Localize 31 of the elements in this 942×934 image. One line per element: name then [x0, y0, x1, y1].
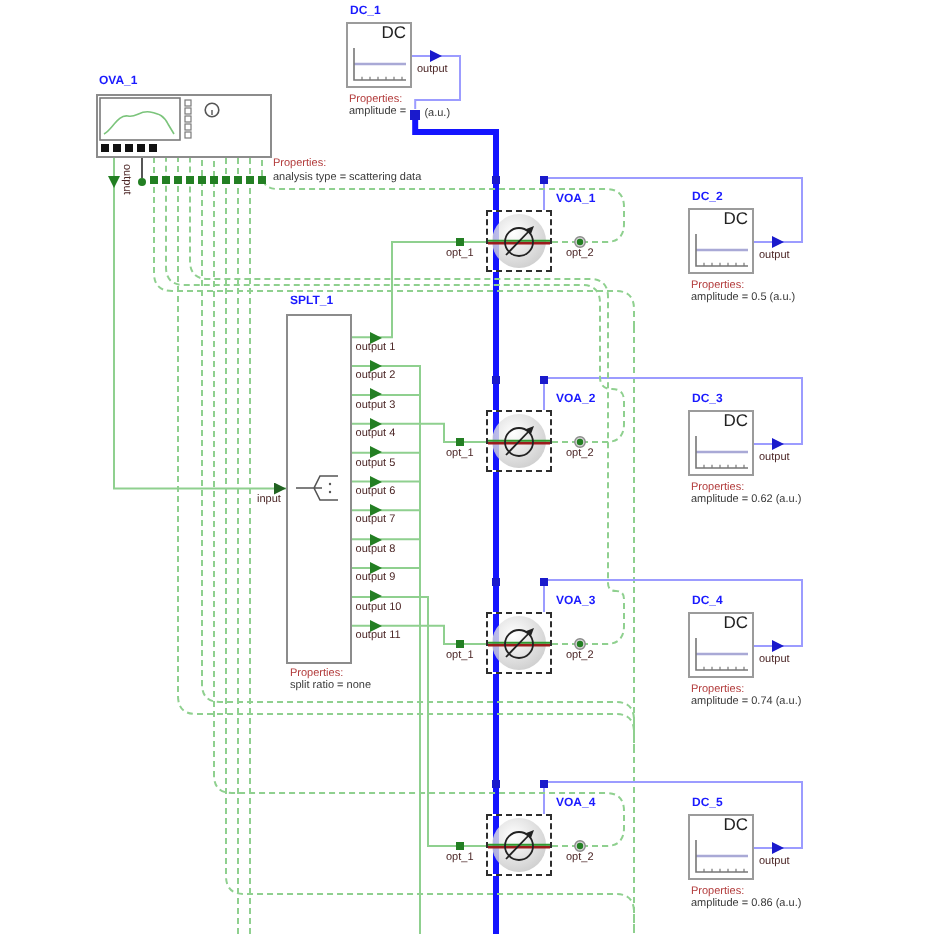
- source-type-label: DC: [381, 24, 406, 43]
- source-type-label: DC: [723, 412, 748, 431]
- bus-line: [493, 472, 499, 612]
- connector-line: [113, 157, 287, 495]
- bus-line: [493, 272, 499, 410]
- connector-line: [351, 365, 421, 934]
- connector-line: [543, 579, 803, 647]
- dashed-connector: [249, 157, 251, 934]
- connector-line: [351, 624, 487, 645]
- dashed-connector: [633, 326, 635, 934]
- bus-line: [493, 674, 499, 814]
- dashed-connector: [189, 157, 625, 645]
- connector-line: [351, 241, 487, 339]
- connector-line: [351, 595, 487, 847]
- dashed-connector: [153, 157, 635, 328]
- source-type-label: DC: [723, 614, 748, 633]
- dashed-connector: [213, 157, 625, 847]
- connector-line: [543, 177, 803, 243]
- bus-line: [412, 119, 499, 210]
- dashed-connector: [237, 157, 239, 934]
- dashed-connector: [225, 157, 635, 931]
- source-type-label: DC: [723, 210, 748, 229]
- port-square-icon: [410, 109, 421, 119]
- source-type-label: DC: [723, 816, 748, 835]
- connector-line: [411, 55, 461, 110]
- connector-line: [351, 422, 487, 443]
- connector-line: [543, 781, 803, 849]
- bus-line: [493, 876, 499, 934]
- dashed-connector: [261, 157, 625, 243]
- dashed-connector: [165, 157, 625, 443]
- connector-line: [543, 377, 803, 445]
